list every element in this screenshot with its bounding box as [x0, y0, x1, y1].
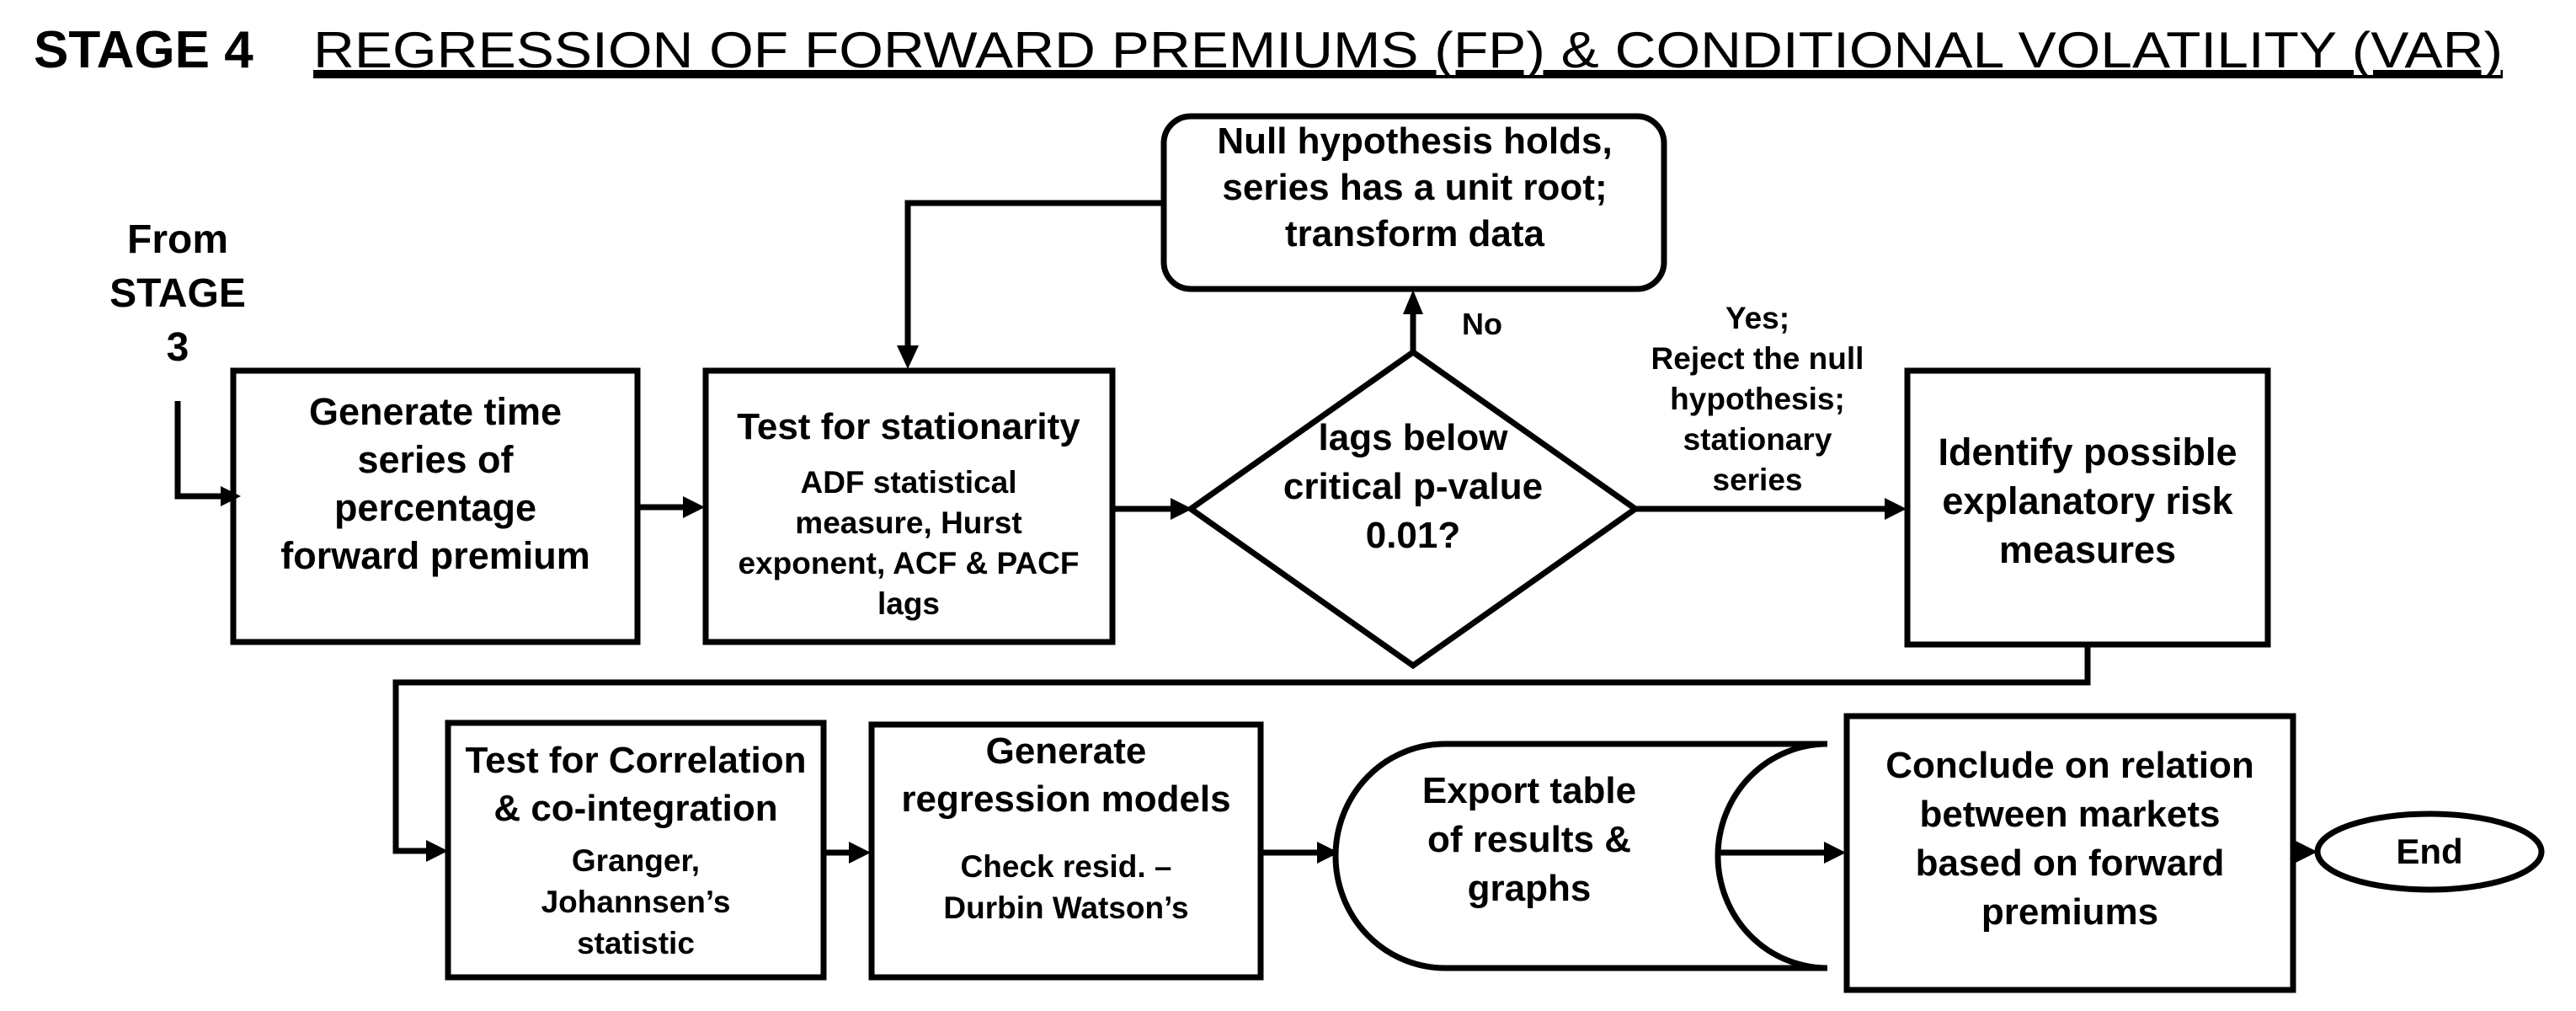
edge-label-yes: Yes; Reject the null hypothesis; stationary… — [1651, 301, 1864, 497]
test-correlation-box — [445, 719, 827, 981]
connector-from-stage3 — [174, 401, 226, 500]
text-line: 0.01? — [1366, 515, 1461, 556]
text-line: series — [1713, 463, 1803, 497]
text-line: graphs — [1468, 868, 1592, 909]
decision-diamond — [1185, 348, 1641, 670]
test-stationarity-box — [702, 367, 1116, 645]
arrowhead — [1824, 842, 1846, 864]
arrowhead — [1885, 498, 1907, 520]
arrowhead — [426, 840, 448, 862]
text-line: Null hypothesis holds, — [1217, 120, 1612, 162]
connector-null-to-stationarity — [904, 200, 1164, 347]
text-line: End — [2396, 832, 2462, 871]
text-line: ADF statistical — [800, 465, 1016, 500]
text-line: Yes; — [1725, 301, 1789, 335]
text-line: & co-integration — [493, 788, 777, 829]
text-line: lags — [877, 586, 940, 621]
text-line: forward premium — [280, 534, 590, 577]
text-line: measures — [1999, 528, 2176, 571]
test-stationarity-title: Test for stationarity — [737, 406, 1080, 447]
text-line: percentage — [334, 486, 536, 529]
text-line: 3 — [167, 325, 189, 370]
text-line: between markets — [1919, 794, 2220, 835]
text-line: Reject the null — [1651, 341, 1864, 376]
text-line: transform data — [1285, 213, 1545, 254]
arrowhead — [221, 486, 241, 506]
text-line: lags below — [1319, 417, 1509, 458]
text-line: Identify possible — [1938, 431, 2237, 473]
text-line: Generate — [986, 730, 1147, 772]
arrowhead — [683, 496, 705, 518]
text-line: Check resid. – — [961, 849, 1172, 884]
text-line: Test for stationarity — [737, 406, 1080, 447]
test-correlation-title: Test for Correlation & co-integration — [465, 740, 806, 829]
export-table-text: Export table of results & graphs — [1422, 770, 1636, 909]
text-line: Johannsen’s — [541, 885, 731, 919]
text-line: Granger, — [572, 843, 700, 878]
text-line: Durbin Watson’s — [943, 891, 1188, 925]
text-line: Conclude on relation — [1885, 745, 2254, 786]
text-line: explanatory risk — [1942, 479, 2233, 522]
text-line: premiums — [1981, 891, 2158, 933]
null-hypothesis-text: Null hypothesis holds, series has a unit … — [1217, 120, 1612, 254]
generate-series-text: Generate time series of percentage forward … — [280, 390, 590, 577]
text-line: critical p-value — [1283, 466, 1543, 507]
text-line: Generate time — [309, 390, 562, 433]
connector-risk-to-correlation — [392, 645, 2091, 854]
text-line: Export table — [1422, 770, 1636, 811]
text-line: No — [1462, 307, 1502, 341]
regression-models-detail: Check resid. – Durbin Watson’s — [943, 849, 1188, 925]
regression-models-box — [868, 721, 1264, 981]
text-line: regression models — [901, 778, 1230, 820]
text-line: of results & — [1427, 819, 1631, 860]
text-line: measure, Hurst — [795, 506, 1021, 540]
export-table-shape — [1332, 741, 1828, 971]
end-label: End — [2396, 832, 2462, 871]
stage-label: STAGE 4 — [34, 21, 253, 79]
arrowhead — [1171, 498, 1192, 520]
text-line: STAGE — [109, 271, 246, 316]
test-correlation-detail: Granger, Johannsen’s statistic — [541, 843, 731, 960]
identify-risk-text: Identify possible explanatory risk measure… — [1938, 431, 2237, 571]
text-line: stationary — [1683, 422, 1832, 457]
text-line: statistic — [577, 926, 695, 960]
arrowhead — [897, 345, 919, 369]
conclude-box — [1843, 713, 2296, 993]
text-line: From — [127, 217, 228, 262]
text-line: hypothesis; — [1670, 382, 1845, 416]
text-line: based on forward — [1916, 842, 2225, 884]
arrowhead — [1403, 290, 1423, 314]
regression-models-title: Generate regression models — [901, 730, 1230, 820]
text-line: exponent, ACF & PACF — [739, 546, 1080, 580]
identify-risk-box — [1904, 367, 2271, 648]
test-stationarity-detail: ADF statistical measure, Hurst exponent, A… — [739, 465, 1080, 621]
text-line: Test for Correlation — [465, 740, 806, 781]
text-line: series has a unit root; — [1222, 167, 1607, 208]
text-line: series of — [357, 438, 514, 481]
arrowhead — [849, 842, 871, 864]
arrowhead — [2296, 841, 2317, 863]
page-title: REGRESSION OF FORWARD PREMIUMS (FP) & CO… — [313, 22, 2503, 78]
conclude-text: Conclude on relation between markets based… — [1885, 745, 2254, 933]
decision-text: lags below critical p-value 0.01? — [1283, 417, 1543, 556]
edge-label-no: No — [1462, 307, 1502, 341]
arrowhead — [1317, 842, 1339, 864]
